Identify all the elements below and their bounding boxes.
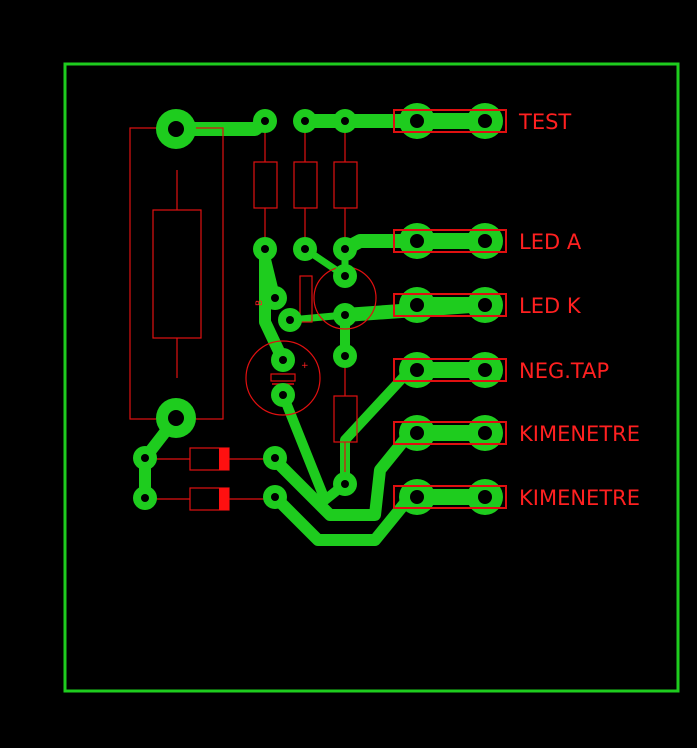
capacitor-plate: [270, 373, 296, 382]
pads: [156, 109, 196, 438]
connector-outline: [393, 229, 507, 253]
connector-2: LED A: [393, 223, 582, 259]
connector-1: TEST: [393, 103, 571, 139]
connector-label: NEG.TAP: [519, 359, 609, 383]
connector-outline: [393, 358, 507, 382]
connector-label: LED K: [519, 294, 582, 318]
connector-4: NEG.TAP: [393, 352, 609, 388]
transistor-body: [299, 275, 313, 323]
connector-3: LED K: [393, 287, 582, 323]
resistor-r1: [253, 161, 278, 209]
connector-label: KIMENETRE: [519, 422, 640, 446]
connector-6: KIMENETRE: [393, 479, 640, 515]
connector-5: KIMENETRE: [393, 415, 640, 451]
connector-outline: [393, 293, 507, 317]
board-outline: [63, 62, 680, 693]
connector-outline: [393, 421, 507, 445]
capacitor-polarity-label: +: [301, 361, 309, 371]
resistor-r3: [333, 161, 358, 209]
trace-left-bus: [259, 243, 289, 366]
connector-outline: [393, 485, 507, 509]
connector-label: LED A: [519, 230, 582, 254]
diode-d2-band: [219, 488, 229, 510]
connector-outline: [393, 109, 507, 133]
connector-label: TEST: [518, 110, 571, 134]
component-body-large: [152, 209, 202, 339]
copper-traces: [139, 114, 492, 546]
resistor-r2: [293, 161, 318, 209]
connectors: TEST LED A LED K NEG.TAP KIMENETRE KIMENETRE: [393, 103, 640, 515]
capacitor-outline: [245, 340, 321, 416]
small-pads: [133, 109, 357, 510]
diode-d1-band: [219, 448, 229, 470]
transistor-pin-label: B: [255, 300, 265, 306]
connector-label: KIMENETRE: [519, 486, 640, 510]
